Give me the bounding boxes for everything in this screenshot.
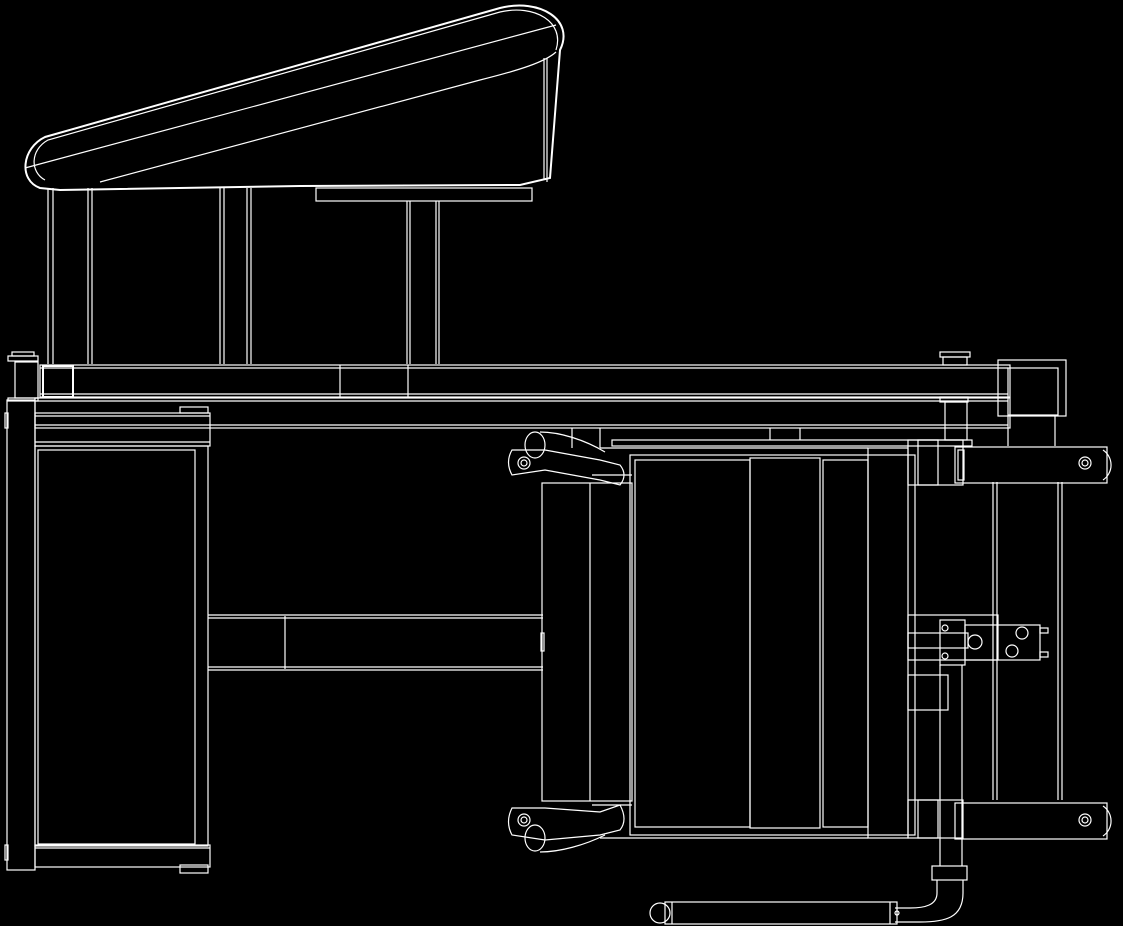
cross-tube: [208, 614, 545, 671]
upper-pivot-arm: [954, 446, 1112, 484]
lower-pivot-arm: [954, 802, 1112, 840]
backrest-pad: [24, 4, 565, 202]
left-seat-frame: [4, 399, 211, 874]
right-frame: [907, 351, 1067, 839]
lower-handle: [507, 804, 632, 853]
lock-mechanism: [907, 614, 1049, 711]
j-handle-bar: [649, 665, 968, 925]
backrest-posts: [47, 188, 440, 364]
upper-handle: [507, 431, 632, 486]
